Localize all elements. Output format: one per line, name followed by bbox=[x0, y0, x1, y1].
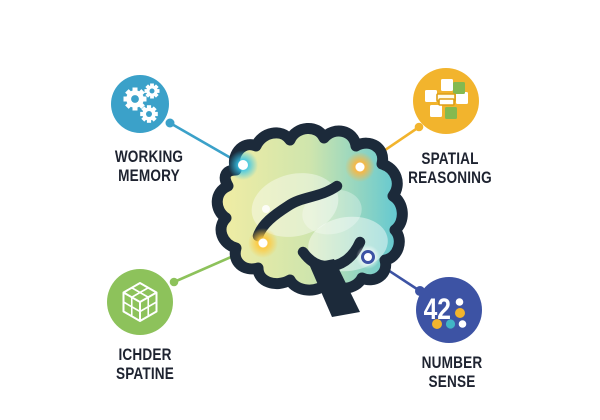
brain-connection-points bbox=[228, 150, 380, 269]
label-line: REASONING bbox=[408, 168, 492, 187]
node-badge-number-sense: 42 bbox=[416, 277, 482, 343]
connector-nub-working-memory bbox=[165, 118, 175, 128]
label-line: WORKING bbox=[114, 147, 184, 166]
node-label-ichder-spatine: ICHDER SPATINE bbox=[81, 345, 209, 383]
dot-working-memory bbox=[238, 160, 248, 170]
node-badge-spatial-reasoning bbox=[413, 68, 479, 134]
colon-dot-top bbox=[455, 298, 464, 306]
label-line: NUMBER bbox=[421, 353, 483, 372]
label-line: SPATINE bbox=[115, 364, 175, 383]
label-line: SPATIAL bbox=[421, 149, 479, 168]
wireframe-cube-icon bbox=[122, 282, 158, 322]
node-label-spatial-reasoning: SPATIAL REASONING bbox=[386, 149, 514, 187]
gears-icon bbox=[123, 83, 160, 123]
node-badge-working-memory bbox=[111, 75, 169, 133]
connector-nub-ichder-spatine bbox=[169, 277, 179, 287]
row-dot-yellow bbox=[432, 319, 442, 329]
row-dot-white bbox=[458, 320, 467, 328]
number-42-dots-icon: 42 bbox=[424, 292, 467, 329]
dot-ichder-spatine bbox=[258, 238, 268, 248]
colon-dot-bottom bbox=[455, 308, 465, 318]
dot-number-sense bbox=[361, 250, 375, 264]
label-line: MEMORY bbox=[118, 166, 180, 185]
label-line: SENSE bbox=[428, 372, 476, 391]
dot-spatial-reasoning bbox=[355, 162, 365, 172]
node-badge-ichder-spatine bbox=[107, 269, 173, 335]
brain-fold-squiggle bbox=[252, 180, 343, 242]
node-label-number-sense: NUMBER SENSE bbox=[388, 353, 516, 391]
brain-stem bbox=[309, 259, 360, 317]
node-label-working-memory: WORKING MEMORY bbox=[85, 147, 213, 185]
label-line: ICHDER bbox=[118, 345, 172, 364]
stacked-blocks-icon bbox=[425, 79, 468, 119]
row-dot-teal bbox=[445, 319, 456, 329]
connector-nub-spatial-reasoning bbox=[414, 122, 424, 132]
